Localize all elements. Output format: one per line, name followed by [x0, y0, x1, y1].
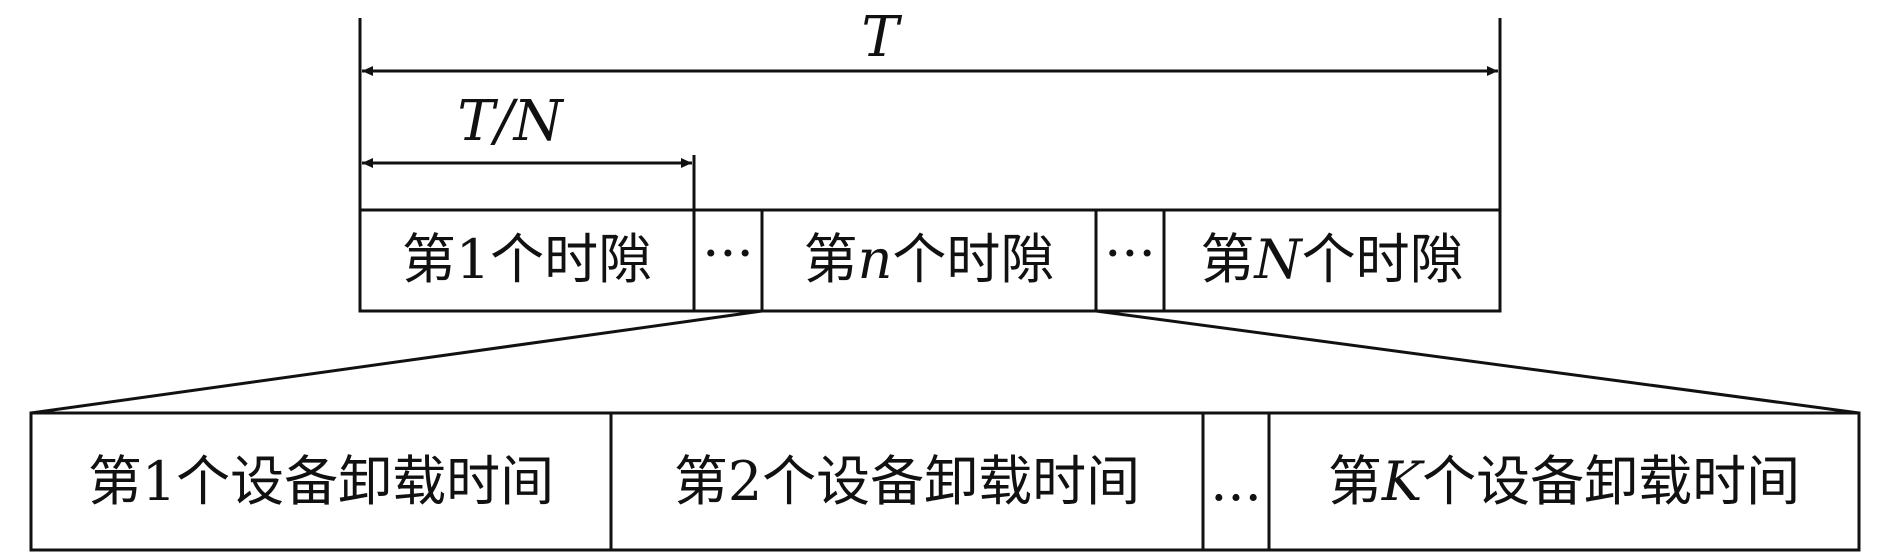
zoom-line-right	[1095, 309, 1860, 415]
offload-period-2-label: 第2个设备卸载时间	[674, 450, 1140, 513]
time-slot-N-label: 第N个时隙	[1200, 228, 1463, 291]
zoom-line-left	[30, 309, 763, 415]
time-slot-1	[358, 208, 696, 313]
offload-period-ellipsis-label: ...	[1210, 450, 1262, 513]
zoom-lines	[30, 309, 1860, 415]
offload-period-K-label: 第K个设备卸载时间	[1328, 450, 1800, 513]
offload-period-1-label: 第1个设备卸载时间	[88, 450, 554, 513]
offload-row: 第1个设备卸载时间 第2个设备卸载时间 ... 第K个设备卸载时间	[29, 411, 1861, 552]
time-slot-ellipsis-1	[692, 208, 764, 313]
offload-period-K	[1267, 411, 1861, 552]
period-label: T	[861, 5, 902, 70]
time-slot-N	[1162, 208, 1502, 313]
offload-period-1	[29, 411, 613, 552]
time-slot-ellipsis-2-label: ···	[1104, 222, 1156, 285]
time-slot-n-label: 第n个时隙	[804, 228, 1055, 291]
slot-length-label: T/N	[457, 89, 564, 154]
offload-period-2	[609, 411, 1205, 552]
offload-period-ellipsis	[1201, 411, 1271, 552]
slot-length-dimension: T/N	[362, 89, 696, 210]
time-slot-row: 第1个时隙 ··· 第n个时隙 ··· 第N个时隙	[358, 208, 1502, 313]
time-slot-ellipsis-1-label: ···	[702, 222, 754, 285]
time-slot-1-label: 第1个时隙	[402, 228, 652, 291]
